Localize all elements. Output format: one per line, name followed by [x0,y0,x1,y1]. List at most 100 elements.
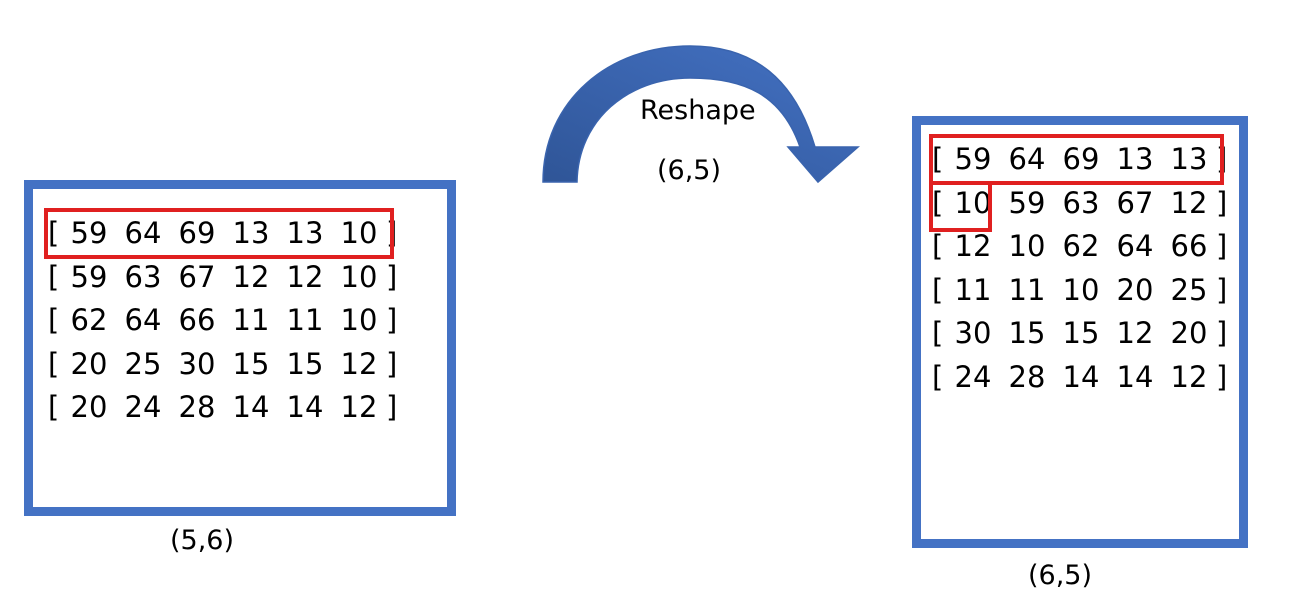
matrix-cell: 28 [1008,359,1046,394]
matrix-cell: 14 [1116,359,1154,394]
matrix-cell: 66 [1170,229,1208,263]
matrix-cell: 63 [124,259,162,294]
matrix-cell: 62 [1062,229,1100,263]
matrix-row: [24 28 14 14 12] [932,356,1228,400]
close-bracket: ] [386,390,398,424]
result-carried-cell-highlight [929,181,992,232]
matrix-row: [20 25 30 15 15 12] [48,343,398,387]
open-bracket: [ [932,272,944,307]
matrix-cell: 20 [1116,272,1154,307]
matrix-row: [12 10 62 64 66] [932,225,1228,269]
matrix-cell: 14 [1062,359,1100,394]
matrix-cell: 10 [1008,229,1046,263]
source-matrix-frame [24,180,456,516]
matrix-cell: 10 [340,259,378,294]
matrix-cell: 69 [178,216,216,250]
open-bracket: [ [932,316,944,350]
matrix-cell: 12 [286,259,324,294]
matrix-cell: 30 [954,316,992,350]
matrix-cell: 30 [178,346,216,381]
matrix-cell: 59 [70,216,108,250]
matrix-cell: 11 [232,303,270,337]
close-bracket: ] [386,303,398,337]
matrix-cell: 63 [1062,185,1100,220]
matrix-cell: 11 [1008,272,1046,307]
matrix-cell: 13 [286,216,324,250]
matrix-row: [59 63 67 12 12 10] [48,256,398,300]
matrix-row: [62 64 66 11 11 10] [48,299,398,343]
matrix-cell: 14 [232,390,270,424]
matrix-cell: 10 [340,303,378,337]
matrix-cell: 12 [1170,359,1208,394]
target-shape-label: (6,5) [657,155,722,186]
matrix-cell: 12 [232,259,270,294]
matrix-cell: 59 [1008,185,1046,220]
close-bracket: ] [1216,185,1228,220]
matrix-cell: 11 [954,272,992,307]
matrix-cell: 10 [954,185,992,220]
matrix-cell: 11 [286,303,324,337]
matrix-cell: 10 [340,216,378,250]
result-matrix-frame [912,116,1248,548]
open-bracket: [ [48,216,60,250]
close-bracket: ] [1216,316,1228,350]
matrix-cell: 13 [232,216,270,250]
matrix-cell: 12 [954,229,992,263]
result-first-row-highlight [929,134,1224,185]
matrix-cell: 12 [340,346,378,381]
matrix-cell: 64 [124,216,162,250]
matrix-cell: 24 [954,359,992,394]
source-shape-label: (5,6) [170,525,235,556]
matrix-cell: 59 [954,142,992,176]
close-bracket: ] [386,259,398,294]
matrix-cell: 24 [124,390,162,424]
matrix-cell: 20 [70,390,108,424]
matrix-cell: 13 [1116,142,1154,176]
matrix-cell: 15 [1062,316,1100,350]
matrix-cell: 62 [70,303,108,337]
matrix-cell: 69 [1062,142,1100,176]
close-bracket: ] [1216,359,1228,394]
matrix-cell: 67 [178,259,216,294]
matrix-cell: 14 [286,390,324,424]
open-bracket: [ [932,229,944,263]
matrix-cell: 20 [1170,316,1208,350]
result-matrix: [59 64 69 13 13] [10 59 63 67 12] [12 10 62 64 66] [11 1… [932,138,1228,399]
matrix-cell: 25 [124,346,162,381]
open-bracket: [ [932,185,944,220]
reshape-label: Reshape [640,95,756,126]
source-first-row-highlight [44,208,394,259]
open-bracket: [ [48,346,60,381]
matrix-cell: 64 [1116,229,1154,263]
arrow-shape [542,45,860,184]
matrix-row: [11 11 10 20 25] [932,269,1228,313]
matrix-cell: 10 [1062,272,1100,307]
matrix-cell: 12 [1116,316,1154,350]
matrix-cell: 64 [1008,142,1046,176]
open-bracket: [ [48,303,60,337]
matrix-cell: 64 [124,303,162,337]
close-bracket: ] [1216,229,1228,263]
close-bracket: ] [1216,272,1228,307]
matrix-cell: 15 [1008,316,1046,350]
open-bracket: [ [932,142,944,176]
matrix-cell: 28 [178,390,216,424]
reshape-arrow-icon [542,45,860,184]
result-shape-label: (6,5) [1028,560,1093,591]
matrix-cell: 59 [70,259,108,294]
matrix-cell: 20 [70,346,108,381]
matrix-cell: 12 [340,390,378,424]
matrix-cell: 15 [286,346,324,381]
matrix-cell: 25 [1170,272,1208,307]
open-bracket: [ [932,359,944,394]
matrix-cell: 12 [1170,185,1208,220]
matrix-row: [30 15 15 12 20] [932,312,1228,356]
matrix-row: [10 59 63 67 12] [932,182,1228,226]
close-bracket: ] [386,346,398,381]
matrix-cell: 67 [1116,185,1154,220]
matrix-cell: 15 [232,346,270,381]
matrix-cell: 66 [178,303,216,337]
open-bracket: [ [48,259,60,294]
matrix-cell: 13 [1170,142,1208,176]
